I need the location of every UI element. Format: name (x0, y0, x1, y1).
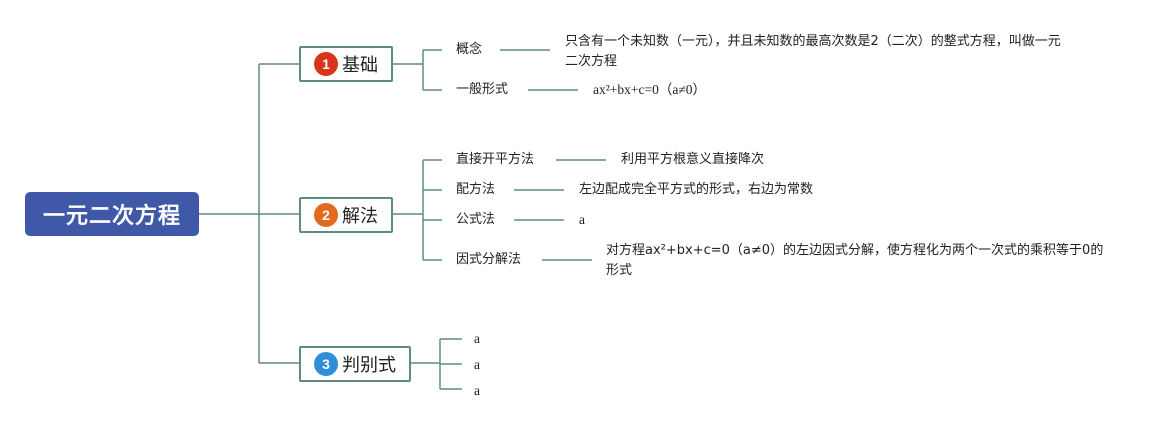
topic-factoring-desc[interactable]: 对方程ax²+bx+c=0（a≠0）的左边因式分解，使方程化为两个一次式的乘积等… (606, 243, 1104, 278)
root-node[interactable]: 一元二次方程 (25, 192, 199, 236)
topic-factoring[interactable]: 因式分解法 (456, 252, 522, 267)
topic-discriminant-item[interactable]: a (474, 357, 480, 372)
branch-label: 基础 (342, 55, 378, 76)
topic-formula[interactable]: 公式法 (456, 212, 496, 227)
topic-completing-square-desc[interactable]: 左边配成完全平方式的形式，右边为常数 (579, 182, 814, 197)
topic-discriminant-item[interactable]: a (474, 331, 480, 346)
topic-general-form[interactable]: 一般形式 (456, 82, 509, 97)
branch-discriminant[interactable]: 3 判别式 (299, 346, 411, 382)
root-label: 一元二次方程 (42, 204, 181, 229)
topic-discriminant-item[interactable]: a (474, 383, 480, 398)
topic-direct-sqrt-desc[interactable]: 利用平方根意义直接降次 (621, 152, 765, 167)
topic-concept[interactable]: 概念 (456, 42, 483, 57)
number-badge-icon: 3 (314, 352, 338, 376)
topic-formula-desc[interactable]: a (579, 212, 585, 227)
branch-basics[interactable]: 1 基础 (299, 46, 393, 82)
topic-concept-desc[interactable]: 只含有一个未知数（一元），并且未知数的最高次数是2（二次）的整式方程，叫做一元二… (565, 34, 1061, 69)
branch-solutions[interactable]: 2 解法 (299, 197, 393, 233)
topic-general-form-desc[interactable]: ax²+bx+c=0（a≠0） (593, 82, 707, 97)
topic-direct-sqrt[interactable]: 直接开平方法 (456, 152, 535, 167)
topic-completing-square[interactable]: 配方法 (456, 182, 496, 197)
branch-label: 解法 (342, 206, 378, 227)
number-badge-icon: 2 (314, 203, 338, 227)
branch-label: 判别式 (342, 355, 396, 376)
number-badge-icon: 1 (314, 52, 338, 76)
